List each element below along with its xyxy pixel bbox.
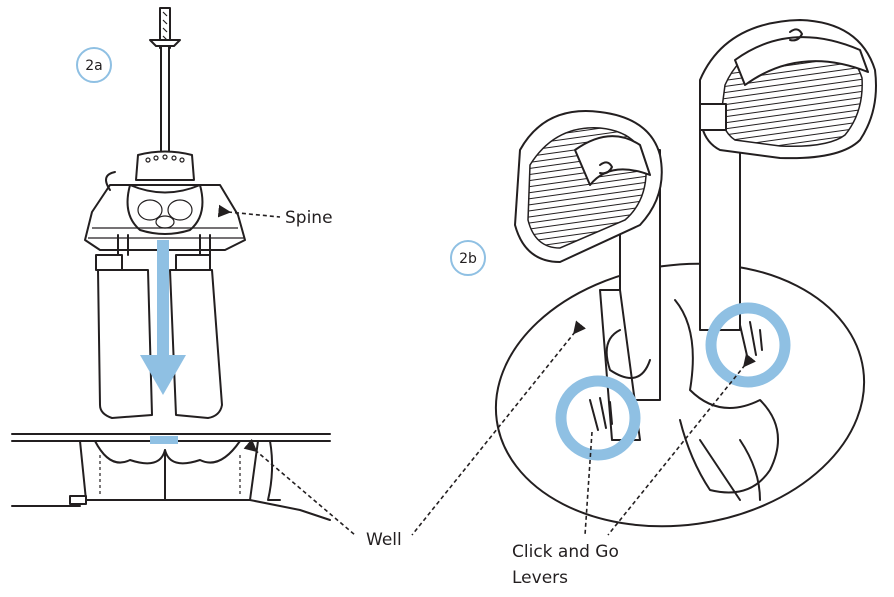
panel-2a: 2a bbox=[11, 7, 331, 521]
hull-well-section bbox=[11, 433, 331, 521]
drive-spine bbox=[84, 150, 246, 271]
well-opening bbox=[494, 262, 866, 528]
right-pedal bbox=[699, 19, 877, 160]
callout-well: Well bbox=[243, 320, 587, 550]
step-badge-2b-label: 2b bbox=[459, 251, 477, 267]
down-arrow-icon bbox=[140, 240, 186, 395]
callout-spine: Spine bbox=[217, 204, 333, 228]
callout-levers-line1: Click and Go bbox=[512, 542, 619, 562]
left-pedal bbox=[514, 110, 663, 263]
panel-2b: 2b bbox=[450, 19, 877, 528]
highlight-circle-icon bbox=[705, 302, 791, 388]
step-badge-2a-label: 2a bbox=[85, 58, 103, 74]
callout-well-label: Well bbox=[366, 530, 402, 550]
highlight-circle-icon bbox=[555, 375, 641, 461]
drive-mast bbox=[149, 7, 181, 157]
drive-fins bbox=[97, 269, 223, 419]
step-badge-2b: 2b bbox=[450, 240, 486, 276]
callout-levers: Click and Go Levers bbox=[512, 353, 757, 588]
callout-levers-line2: Levers bbox=[512, 568, 568, 588]
step-badge-2a: 2a bbox=[76, 47, 112, 83]
callout-spine-label: Spine bbox=[285, 208, 333, 228]
